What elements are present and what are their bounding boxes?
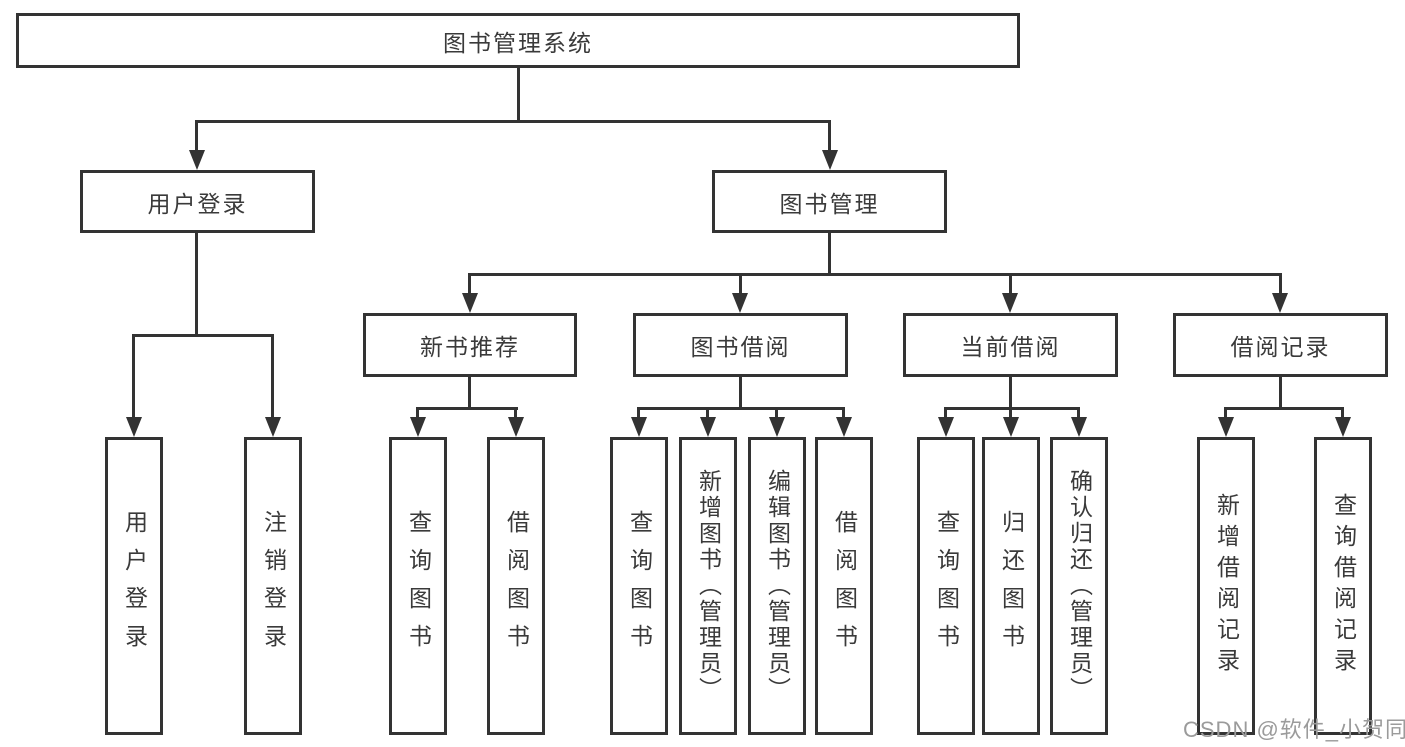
arrow-down-icon bbox=[1003, 417, 1019, 437]
arrow-down-icon bbox=[1002, 293, 1018, 313]
leaf-query-books-current-label: 查询图书 bbox=[933, 510, 960, 662]
node-borrowing-records-label: 借阅记录 bbox=[1230, 334, 1331, 360]
connector-line bbox=[1009, 377, 1012, 407]
arrow-down-icon bbox=[1272, 293, 1288, 313]
connector-line bbox=[1279, 273, 1282, 293]
arrow-down-icon bbox=[1071, 417, 1087, 437]
node-library-system: 图书管理系统 bbox=[16, 13, 1020, 68]
connector-line bbox=[1009, 407, 1012, 417]
arrow-down-icon bbox=[631, 417, 647, 437]
leaf-confirm-return-admin: 确认归还（管理员） bbox=[1050, 437, 1108, 735]
arrow-down-icon bbox=[1218, 417, 1234, 437]
node-new-book-recommendation-label: 新书推荐 bbox=[420, 334, 520, 360]
leaf-query-borrow-record-label: 查询借阅记录 bbox=[1330, 493, 1357, 679]
leaf-user-login-label: 用户登录 bbox=[121, 510, 148, 662]
leaf-logout: 注销登录 bbox=[244, 437, 302, 735]
connector-line bbox=[1341, 407, 1344, 417]
leaf-return-books-label: 归还图书 bbox=[998, 510, 1025, 662]
node-book-borrowing: 图书借阅 bbox=[633, 313, 848, 377]
arrow-down-icon bbox=[769, 417, 785, 437]
leaf-add-book-admin: 新增图书（管理员） bbox=[679, 437, 737, 735]
connector-line bbox=[416, 407, 419, 417]
node-user-login-label: 用户登录 bbox=[147, 190, 248, 217]
connector-line bbox=[271, 334, 274, 417]
connector-line bbox=[195, 120, 831, 123]
arrow-down-icon bbox=[462, 293, 478, 313]
arrow-down-icon bbox=[189, 150, 205, 170]
connector-line bbox=[468, 273, 1282, 276]
leaf-user-login: 用户登录 bbox=[105, 437, 163, 735]
leaf-borrow-books-borrowing-label: 借阅图书 bbox=[831, 510, 858, 662]
arrow-down-icon bbox=[410, 417, 426, 437]
connector-line bbox=[132, 334, 274, 337]
connector-line bbox=[944, 407, 947, 417]
leaf-borrow-books-recommend-label: 借阅图书 bbox=[503, 510, 530, 662]
arrow-down-icon bbox=[700, 417, 716, 437]
connector-line bbox=[468, 377, 471, 407]
arrow-down-icon bbox=[822, 150, 838, 170]
connector-line bbox=[637, 407, 640, 417]
arrow-down-icon bbox=[1335, 417, 1351, 437]
connector-line bbox=[775, 407, 778, 417]
leaf-add-borrow-record-label: 新增借阅记录 bbox=[1213, 493, 1240, 679]
connector-line bbox=[1224, 407, 1344, 410]
connector-line bbox=[842, 407, 845, 417]
arrow-down-icon bbox=[836, 417, 852, 437]
node-current-borrowing-label: 当前借阅 bbox=[960, 334, 1061, 360]
connector-line bbox=[1077, 407, 1080, 417]
arrow-down-icon bbox=[126, 417, 142, 437]
connector-line bbox=[706, 407, 709, 417]
leaf-query-books-current: 查询图书 bbox=[917, 437, 975, 735]
connector-line bbox=[1279, 377, 1282, 407]
connector-line bbox=[416, 407, 518, 410]
connector-line bbox=[828, 233, 831, 273]
leaf-query-books-borrowing-label: 查询图书 bbox=[626, 510, 653, 662]
arrow-down-icon bbox=[265, 417, 281, 437]
arrow-down-icon bbox=[938, 417, 954, 437]
leaf-return-books: 归还图书 bbox=[982, 437, 1040, 735]
connector-line bbox=[1224, 407, 1227, 417]
arrow-down-icon bbox=[732, 293, 748, 313]
node-book-management-label: 图书管理 bbox=[779, 190, 880, 217]
leaf-add-borrow-record: 新增借阅记录 bbox=[1197, 437, 1255, 735]
connector-line bbox=[517, 68, 520, 120]
leaf-edit-book-admin-label: 编辑图书（管理员） bbox=[764, 469, 791, 703]
leaf-query-books-borrowing: 查询图书 bbox=[610, 437, 668, 735]
connector-line bbox=[514, 407, 517, 417]
connector-line bbox=[739, 273, 742, 293]
connector-line bbox=[637, 407, 845, 410]
node-new-book-recommendation: 新书推荐 bbox=[363, 313, 577, 377]
connector-line bbox=[944, 407, 1080, 410]
leaf-borrow-books-recommend: 借阅图书 bbox=[487, 437, 545, 735]
connector-line bbox=[739, 377, 742, 407]
node-book-management: 图书管理 bbox=[712, 170, 947, 233]
leaf-query-books-recommend: 查询图书 bbox=[389, 437, 447, 735]
leaf-query-books-recommend-label: 查询图书 bbox=[405, 510, 432, 662]
leaf-edit-book-admin: 编辑图书（管理员） bbox=[748, 437, 806, 735]
leaf-confirm-return-admin-label: 确认归还（管理员） bbox=[1066, 469, 1093, 703]
node-user-login: 用户登录 bbox=[80, 170, 315, 233]
leaf-query-borrow-record: 查询借阅记录 bbox=[1314, 437, 1372, 735]
arrow-down-icon bbox=[508, 417, 524, 437]
node-library-system-label: 图书管理系统 bbox=[443, 29, 593, 56]
node-borrowing-records: 借阅记录 bbox=[1173, 313, 1388, 377]
connector-line bbox=[468, 273, 471, 293]
watermark: CSDN @软件_小贺同学 bbox=[1183, 717, 1405, 742]
node-book-borrowing-label: 图书借阅 bbox=[690, 334, 791, 360]
leaf-add-book-admin-label: 新增图书（管理员） bbox=[695, 469, 722, 703]
connector-line bbox=[1009, 273, 1012, 293]
leaf-borrow-books-borrowing: 借阅图书 bbox=[815, 437, 873, 735]
node-current-borrowing: 当前借阅 bbox=[903, 313, 1118, 377]
connector-line bbox=[132, 334, 135, 417]
leaf-logout-label: 注销登录 bbox=[260, 510, 287, 662]
connector-line bbox=[195, 120, 198, 150]
connector-line bbox=[195, 233, 198, 334]
connector-line bbox=[828, 120, 831, 150]
